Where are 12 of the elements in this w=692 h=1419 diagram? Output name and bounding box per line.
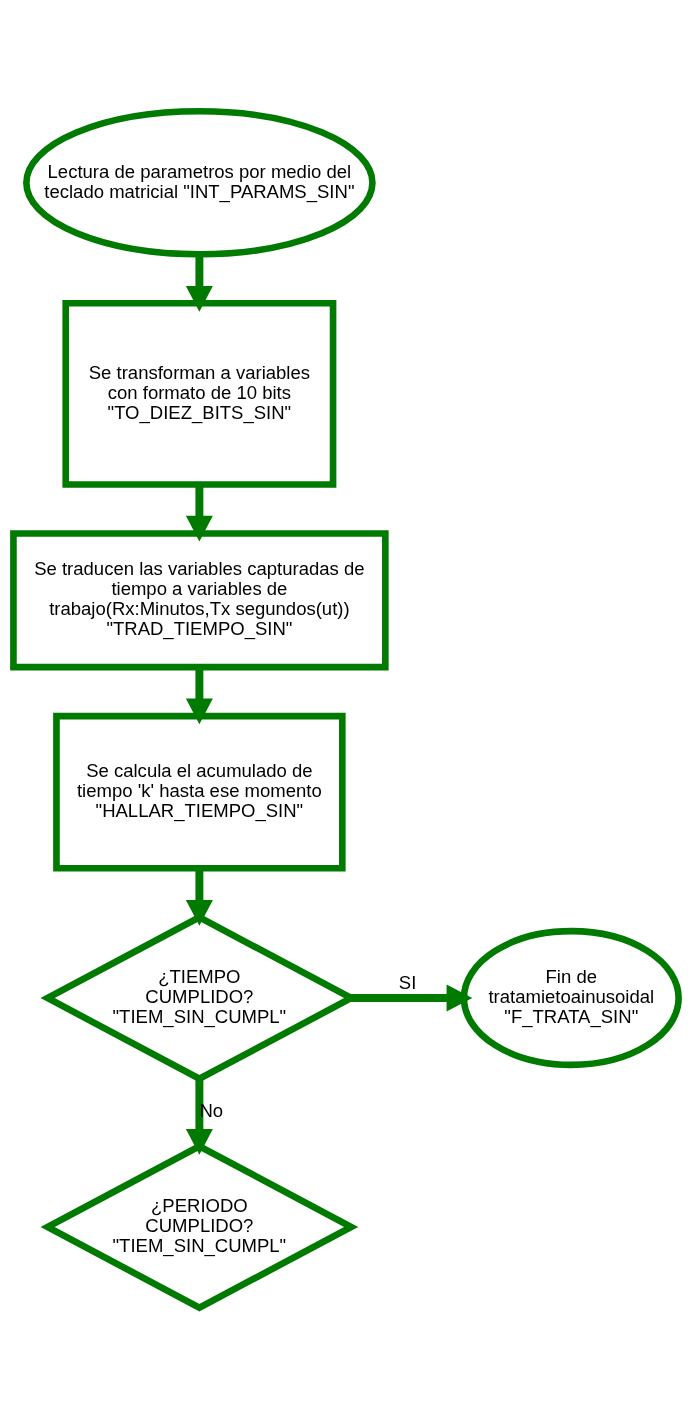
arrow [185, 254, 213, 312]
arrow [185, 868, 213, 926]
arrow [185, 667, 213, 725]
node-ellipse: Fin de tratamietoainusoidal "F_TRATA_SIN" [460, 927, 682, 1069]
edge-label: SI [398, 972, 417, 994]
node-ellipse: Lectura de parametros por medio del teclado matricial "INT_PARAMS_SIN" [23, 108, 376, 258]
node-box: Se traducen las variables capturadas de tiempo a variables de trabajo(Rx:Minutos,Tx segundos(ut)) "TRAD_TIEMPO_SIN" [10, 530, 389, 671]
arrow [351, 984, 473, 1012]
arrow [185, 484, 213, 542]
node-box: Se calcula el acumulado de tiempo 'k' hasta ese momento "HALLAR_TIEMPO_SIN" [53, 712, 346, 872]
node-diamond: ¿PERIODO CUMPLIDO? "TIEM_SIN_CUMPL" [40, 1142, 359, 1312]
node-box: Se transforman a variables con formato de 10 bits "TO_DIEZ_BITS_SIN" [62, 299, 337, 488]
